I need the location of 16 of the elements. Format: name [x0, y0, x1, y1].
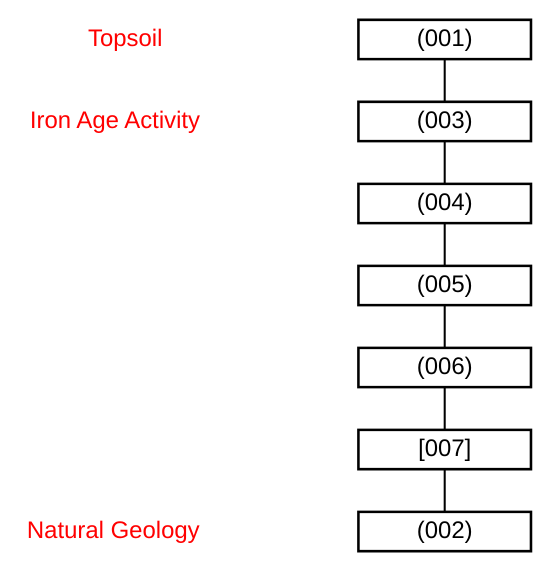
node-box: (002) — [357, 510, 532, 552]
label: Iron Age Activity — [30, 106, 200, 134]
connector — [444, 387, 446, 430]
node-box: [007] — [357, 428, 532, 470]
node-box: (006) — [357, 346, 532, 388]
connector — [444, 141, 446, 184]
node-box: (003) — [357, 100, 532, 142]
node-box: (004) — [357, 182, 532, 224]
connector — [444, 59, 446, 102]
label: Natural Geology — [26, 516, 200, 544]
node-box: (005) — [357, 264, 532, 306]
connector — [444, 469, 446, 512]
connector — [444, 305, 446, 348]
node-box: (001) — [357, 18, 532, 60]
label: Topsoil — [88, 24, 162, 52]
connector — [444, 223, 446, 266]
